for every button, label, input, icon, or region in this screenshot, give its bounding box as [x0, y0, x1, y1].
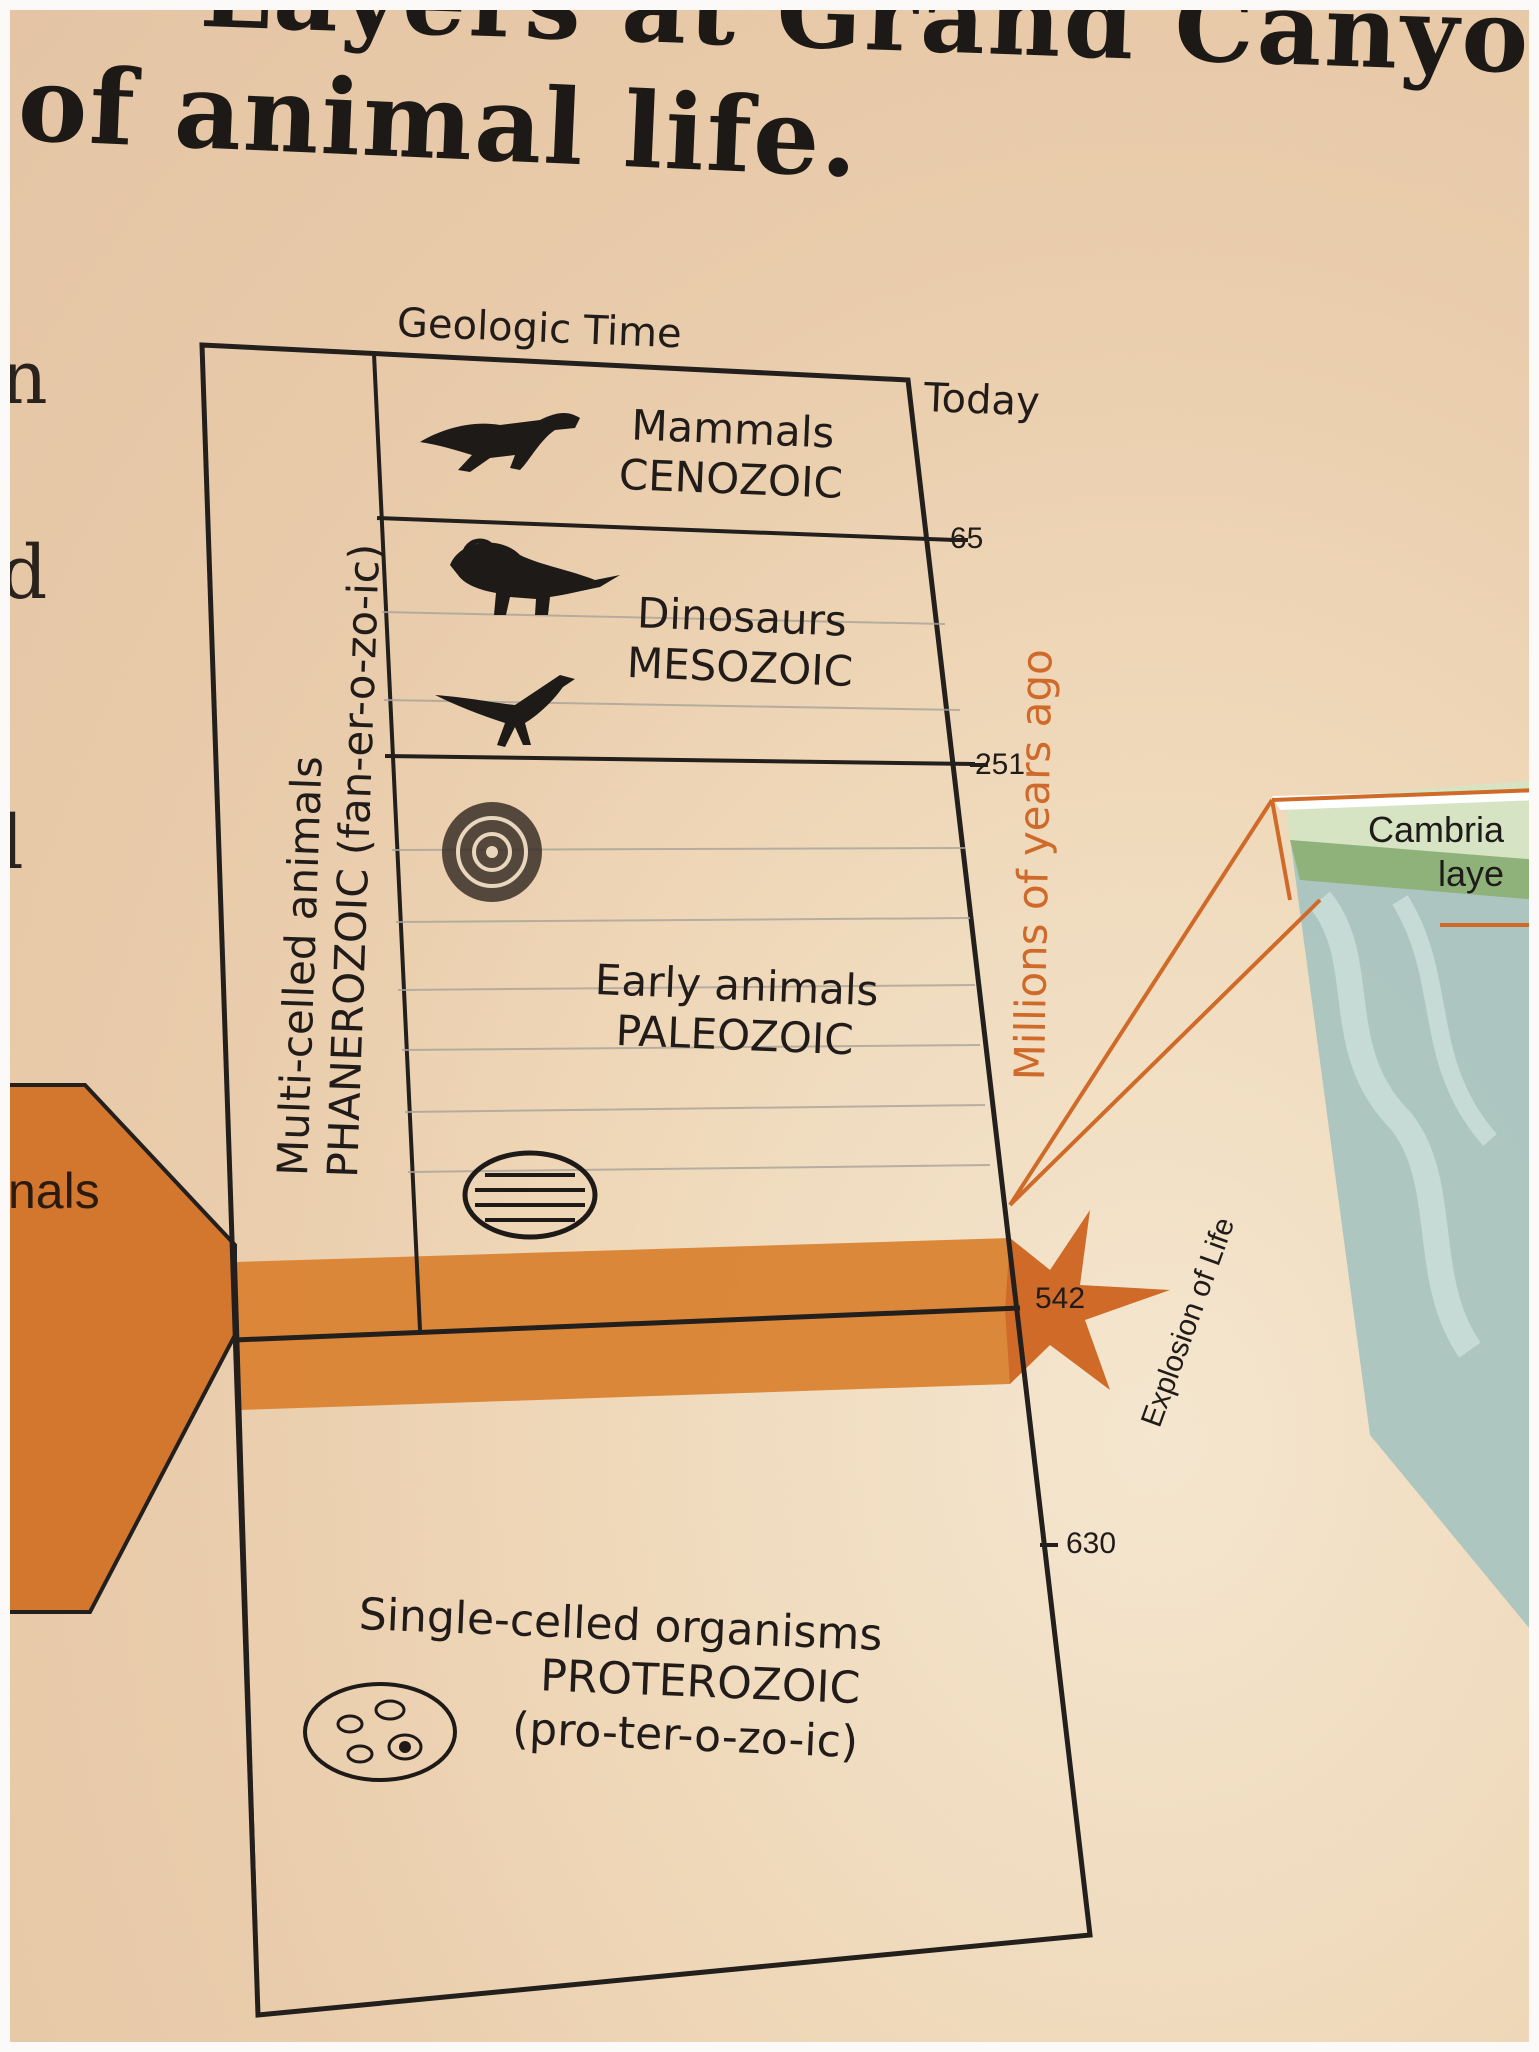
era-mesozoic-name: MESOZOIC: [626, 637, 854, 696]
tick-label-542: 542: [1035, 1282, 1086, 1315]
era-cenozoic-name: CENOZOIC: [618, 449, 844, 508]
axis-top-label-today: Today: [923, 375, 1041, 426]
cambrian-inset-block: [1008, 780, 1539, 1640]
axis-label-millions-of-years-ago: Millions of years ago: [1005, 648, 1062, 1081]
era-mesozoic: Dinosaurs MESOZOIC: [626, 588, 856, 697]
era-cenozoic: Mammals CENOZOIC: [618, 400, 846, 509]
tick-label-630: 630: [1066, 1527, 1117, 1560]
era-proterozoic: Single-celled organisms PROTEROZOIC (pro…: [353, 1588, 883, 1771]
ammonite-icon: [442, 802, 542, 902]
era-mesozoic-life: Dinosaurs: [636, 588, 848, 646]
cambrian-layer-label: Cambria laye: [1368, 808, 1504, 896]
tick-label-65: 65: [950, 522, 984, 555]
cambrian-label-line-2: laye: [1438, 853, 1505, 894]
era-paleozoic: Early animals PALEOZOIC: [592, 955, 879, 1066]
cambrian-label-line-1: Cambria: [1368, 809, 1505, 850]
tick-label-251: 251: [975, 748, 1026, 781]
theropod-dinosaur-icon: [435, 675, 575, 747]
era-cenozoic-life: Mammals: [630, 400, 836, 458]
horse-icon: [420, 413, 580, 472]
triceratops-icon: [450, 538, 620, 615]
single-cell-organisms-icon: [303, 1682, 457, 1782]
explosion-star: [1005, 1210, 1170, 1390]
trilobite-icon: [462, 1150, 598, 1240]
left-arrow-label: nals: [8, 1163, 100, 1219]
